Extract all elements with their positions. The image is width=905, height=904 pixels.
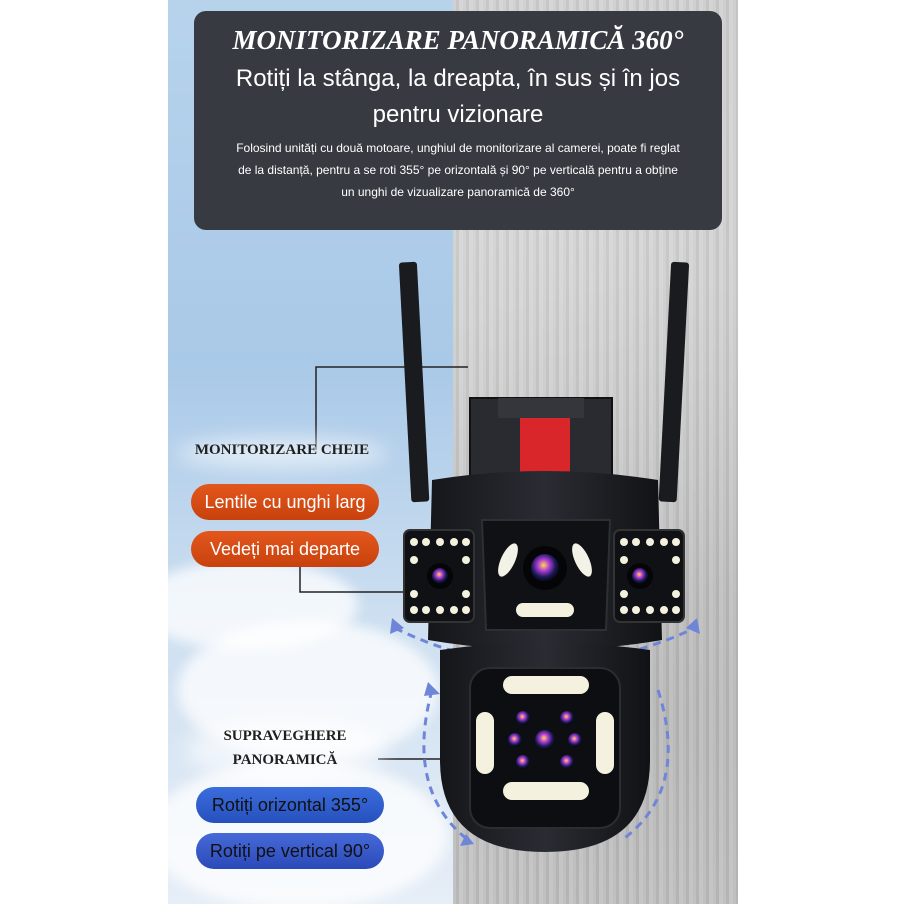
feature-wide-angle-lens: Lentile cu unghi larg — [191, 484, 379, 520]
key-monitoring-heading: MONITORIZARE CHEIE — [194, 442, 370, 458]
heading-glow — [176, 438, 388, 468]
feature-horizontal-rotation: Rotiți orizontal 355° — [196, 787, 384, 823]
panoramic-heading: SUPRAVEGHERE PANORAMICĂ — [180, 724, 390, 772]
arrow-head-right — [686, 618, 700, 634]
center-lens-module — [480, 519, 612, 631]
vertical-rotation-arrow — [422, 689, 670, 842]
arrow-head-up — [424, 682, 440, 696]
panoramic-heading-line1: SUPRAVEGHERE — [223, 728, 347, 744]
header-subtitle: Rotiți la stânga, la dreapta, în sus și … — [235, 65, 681, 128]
left-lens-module — [403, 529, 475, 623]
header-description: Folosind unități cu două motoare, unghiu… — [236, 141, 680, 199]
feature-see-further: Vedeți mai departe — [191, 531, 379, 567]
lower-lens-module — [469, 667, 621, 829]
feature-vertical-rotation: Rotiți pe vertical 90° — [196, 833, 384, 869]
heading-glow — [186, 718, 386, 782]
header-title: MONITORIZARE PANORAMICĂ 360° — [232, 25, 684, 55]
antenna-left — [398, 261, 430, 503]
antenna-right — [658, 261, 690, 503]
wall-mount — [469, 397, 613, 479]
arrow-head-left — [390, 618, 404, 634]
header-box: MONITORIZARE PANORAMICĂ 360° Rotiți la s… — [194, 11, 722, 230]
arrow-head-down — [460, 834, 474, 846]
mount-red-tab — [520, 418, 570, 478]
cloud — [168, 760, 448, 904]
right-lens-module — [613, 529, 685, 623]
horizontal-rotation-arrow — [394, 626, 696, 666]
panoramic-heading-line2: PANORAMICĂ — [232, 752, 338, 768]
pointer-line-top — [315, 366, 468, 450]
